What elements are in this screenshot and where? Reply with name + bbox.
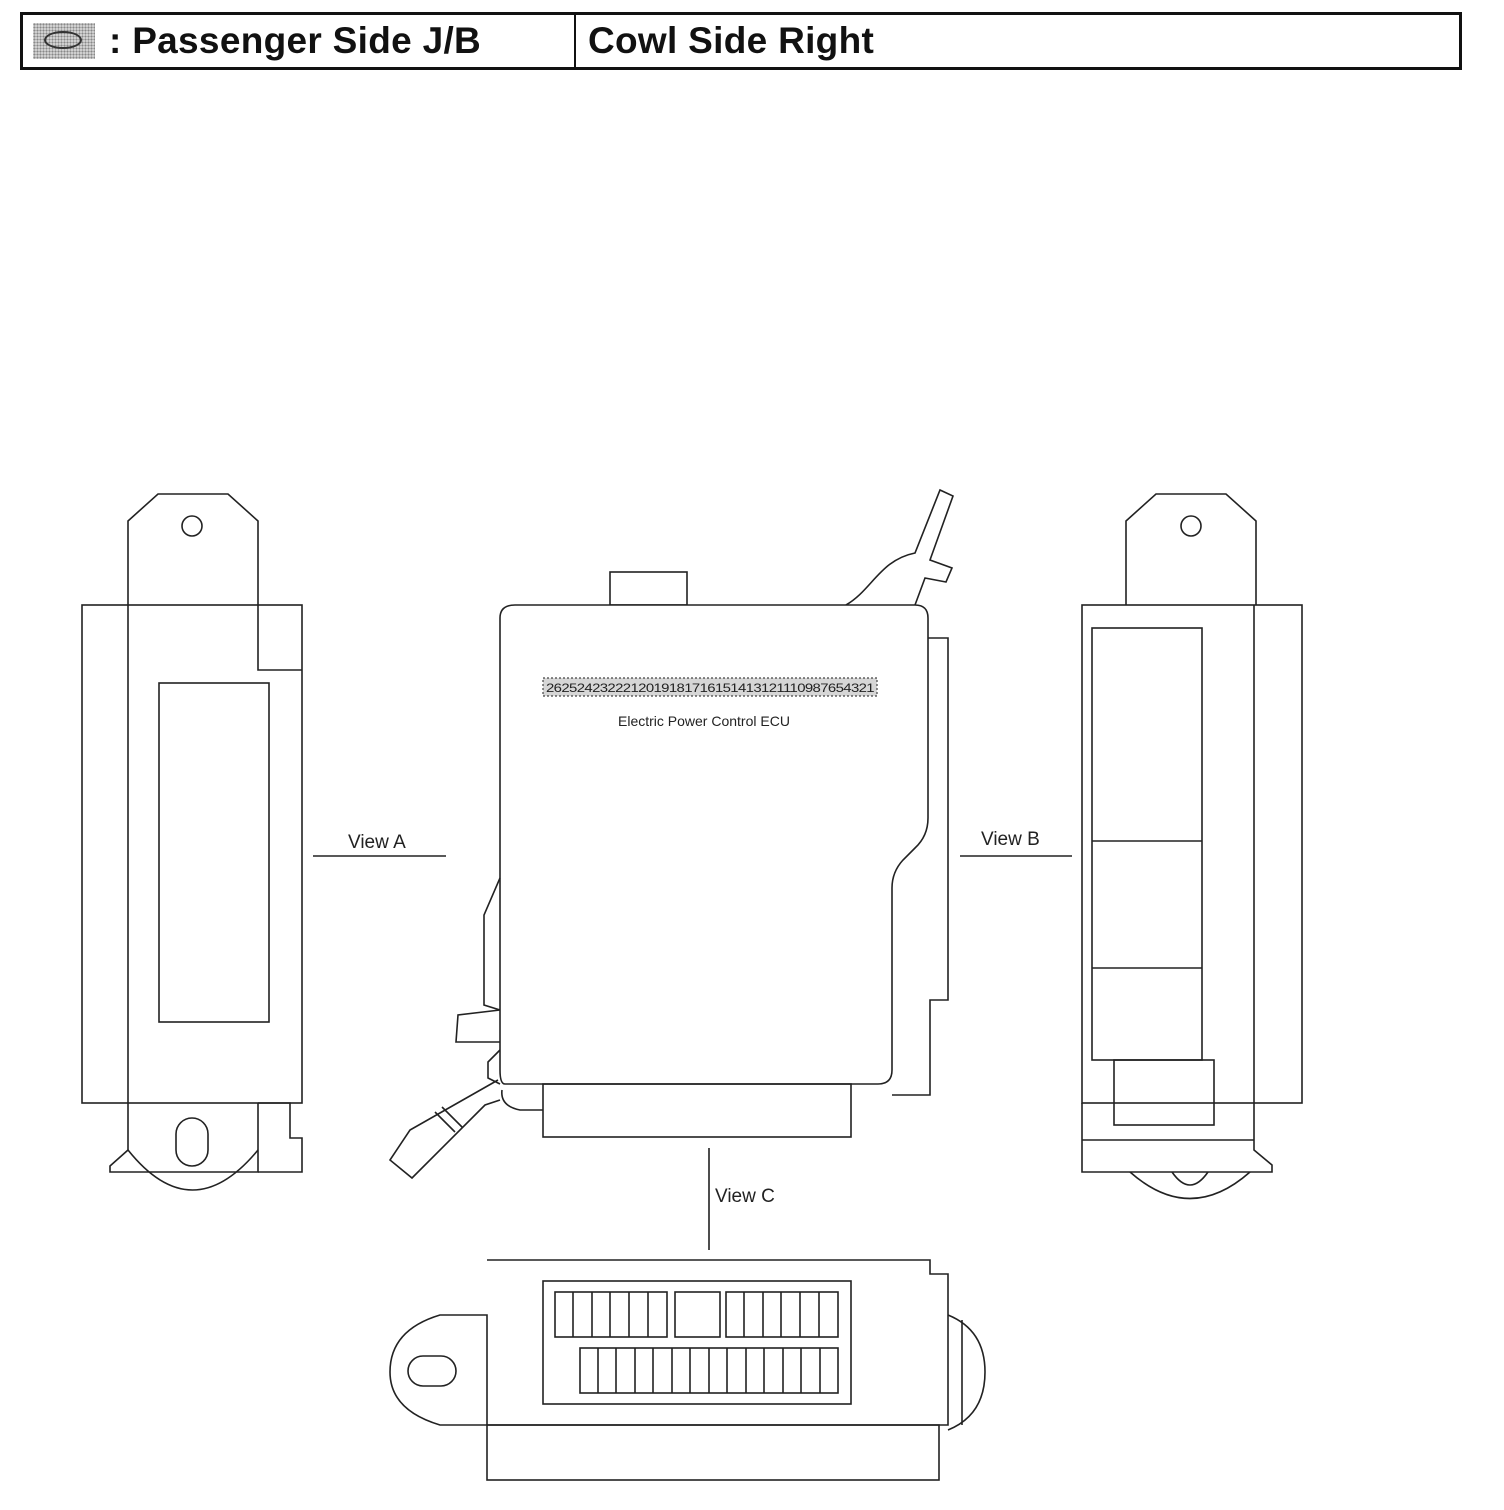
view-c-label: View C	[715, 1186, 775, 1207]
view-b-mount-hole	[1180, 515, 1202, 537]
view-a-slot	[175, 1117, 209, 1167]
top-right-bracket	[845, 488, 955, 606]
view-b-label: View B	[981, 829, 1040, 850]
ecu-main-body	[499, 604, 929, 1085]
pin-number-text: 2625242322212019181716151413121110987654…	[546, 681, 875, 695]
view-b-lower-block	[1113, 1059, 1215, 1126]
view-c-drawing	[389, 1259, 986, 1481]
view-a-bottom-foot	[109, 1103, 259, 1173]
position-cell: Cowl Side Right	[576, 15, 1459, 67]
view-b-window	[1091, 627, 1203, 1061]
view-c-body	[389, 1259, 949, 1426]
connector-face	[542, 1280, 852, 1405]
location-label: : Passenger Side J/B	[109, 20, 482, 61]
bottom-connector	[542, 1083, 852, 1138]
view-a-latch	[257, 605, 302, 671]
view-a-mount-hole	[181, 515, 203, 537]
position-label: Cowl Side Right	[588, 20, 875, 61]
view-a-mount-tab	[127, 493, 259, 605]
view-a-label: View A	[348, 832, 406, 853]
pin-number-strip	[542, 677, 878, 697]
ecu-assembly: 2625242322212019181716151413121110987654…	[388, 488, 955, 1180]
pin-row-upper-left	[554, 1291, 668, 1338]
view-a-window	[158, 682, 270, 1023]
view-b-mount-tab	[1125, 493, 1257, 605]
bottom-left-hook	[388, 1079, 501, 1180]
view-a-drawing	[81, 493, 303, 1191]
left-side-rib	[483, 877, 501, 1011]
view-b-outer-body	[1081, 604, 1303, 1104]
connector-key	[674, 1291, 721, 1338]
location-cell: : Passenger Side J/B	[23, 15, 576, 67]
view-a-outer-body	[81, 604, 303, 1104]
title-bar: : Passenger Side J/B Cowl Side Right	[20, 12, 1462, 70]
view-b-drawing	[1081, 493, 1303, 1200]
top-connector-stub	[609, 571, 688, 606]
view-c-slot	[407, 1355, 457, 1387]
view-c-right-cap	[947, 1314, 986, 1431]
view-b-round-base	[1129, 1171, 1251, 1200]
connector-ellipse-icon	[33, 23, 95, 59]
view-c-lower-skirt	[486, 1424, 940, 1481]
view-a-round-base	[127, 1149, 259, 1191]
component-label: Electric Power Control ECU	[618, 713, 790, 729]
pin-row-upper-right	[725, 1291, 839, 1338]
